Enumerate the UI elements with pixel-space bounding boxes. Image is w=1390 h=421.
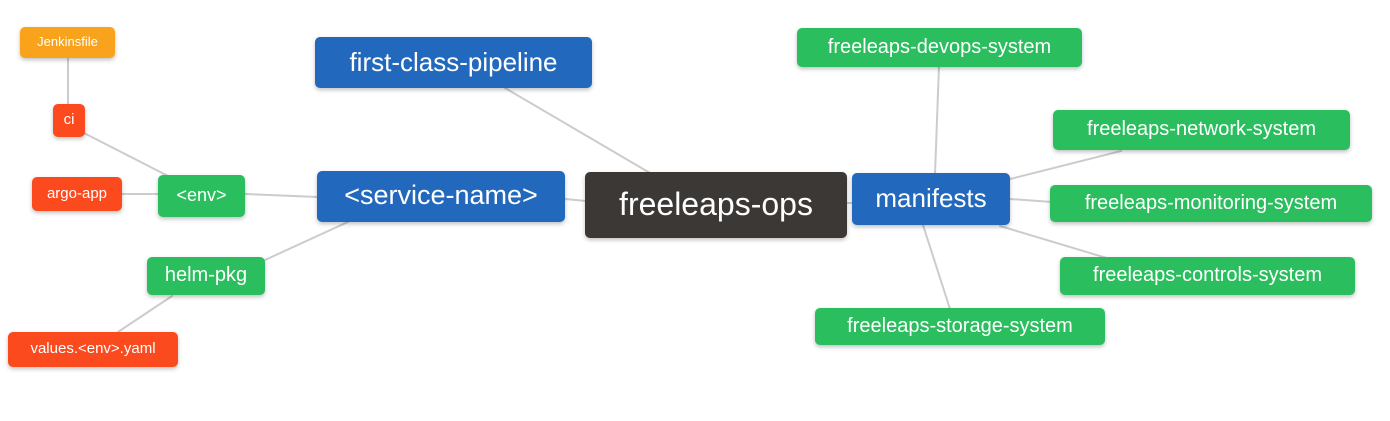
node-label-ci: ci — [63, 111, 75, 128]
node-service-name[interactable]: <service-name> — [317, 171, 565, 222]
edge-manifests-to-freeleaps-devops-system — [934, 65, 940, 175]
node-label-freeleaps-network-system: freeleaps-network-system — [1087, 118, 1316, 140]
edge-first-class-pipeline-to-freeleaps-ops — [504, 87, 651, 174]
node-argo-app[interactable]: argo-app — [32, 177, 122, 211]
edge-helm-pkg-to-service-name — [264, 220, 351, 261]
node-label-first-class-pipeline: first-class-pipeline — [349, 46, 558, 77]
node-freeleaps-network-system[interactable]: freeleaps-network-system — [1053, 110, 1350, 150]
node-freeleaps-storage-system[interactable]: freeleaps-storage-system — [815, 308, 1105, 345]
edge-ci-to-env — [83, 132, 171, 178]
node-freeleaps-devops-system[interactable]: freeleaps-devops-system — [797, 28, 1082, 67]
node-manifests[interactable]: manifests — [852, 173, 1010, 225]
node-label-service-name: <service-name> — [344, 180, 538, 210]
edge-manifests-to-freeleaps-monitoring-system — [1009, 198, 1053, 203]
edge-manifests-to-freeleaps-controls-system — [999, 225, 1111, 260]
edge-manifests-to-freeleaps-storage-system — [922, 224, 951, 310]
node-label-freeleaps-monitoring-system: freeleaps-monitoring-system — [1084, 191, 1338, 214]
node-env[interactable]: <env> — [158, 175, 245, 217]
node-label-argo-app: argo-app — [46, 184, 108, 202]
node-freeleaps-monitoring-system[interactable]: freeleaps-monitoring-system — [1050, 185, 1372, 222]
edge-service-name-to-freeleaps-ops — [564, 198, 587, 202]
node-ci[interactable]: ci — [53, 104, 85, 137]
node-label-jenkinsfile: Jenkinsfile — [37, 34, 98, 49]
node-label-freeleaps-controls-system: freeleaps-controls-system — [1093, 264, 1322, 286]
node-freeleaps-controls-system[interactable]: freeleaps-controls-system — [1060, 257, 1355, 295]
node-label-values-env-yaml: values.<env>.yaml — [30, 340, 156, 357]
node-label-env: <env> — [176, 185, 227, 205]
node-first-class-pipeline[interactable]: first-class-pipeline — [315, 37, 592, 88]
node-label-freeleaps-storage-system: freeleaps-storage-system — [847, 314, 1073, 337]
node-helm-pkg[interactable]: helm-pkg — [147, 257, 265, 295]
edge-values-env-yaml-to-helm-pkg — [117, 295, 173, 333]
edge-manifests-to-freeleaps-network-system — [1009, 150, 1122, 180]
node-label-manifests: manifests — [875, 183, 987, 213]
edge-env-to-service-name — [244, 193, 319, 198]
node-jenkinsfile[interactable]: Jenkinsfile — [20, 27, 115, 58]
node-freeleaps-ops[interactable]: freeleaps-ops — [585, 172, 847, 238]
node-label-freeleaps-ops: freeleaps-ops — [619, 186, 813, 222]
node-label-helm-pkg: helm-pkg — [164, 264, 248, 286]
node-label-freeleaps-devops-system: freeleaps-devops-system — [827, 35, 1052, 58]
node-values-env-yaml[interactable]: values.<env>.yaml — [8, 332, 178, 367]
